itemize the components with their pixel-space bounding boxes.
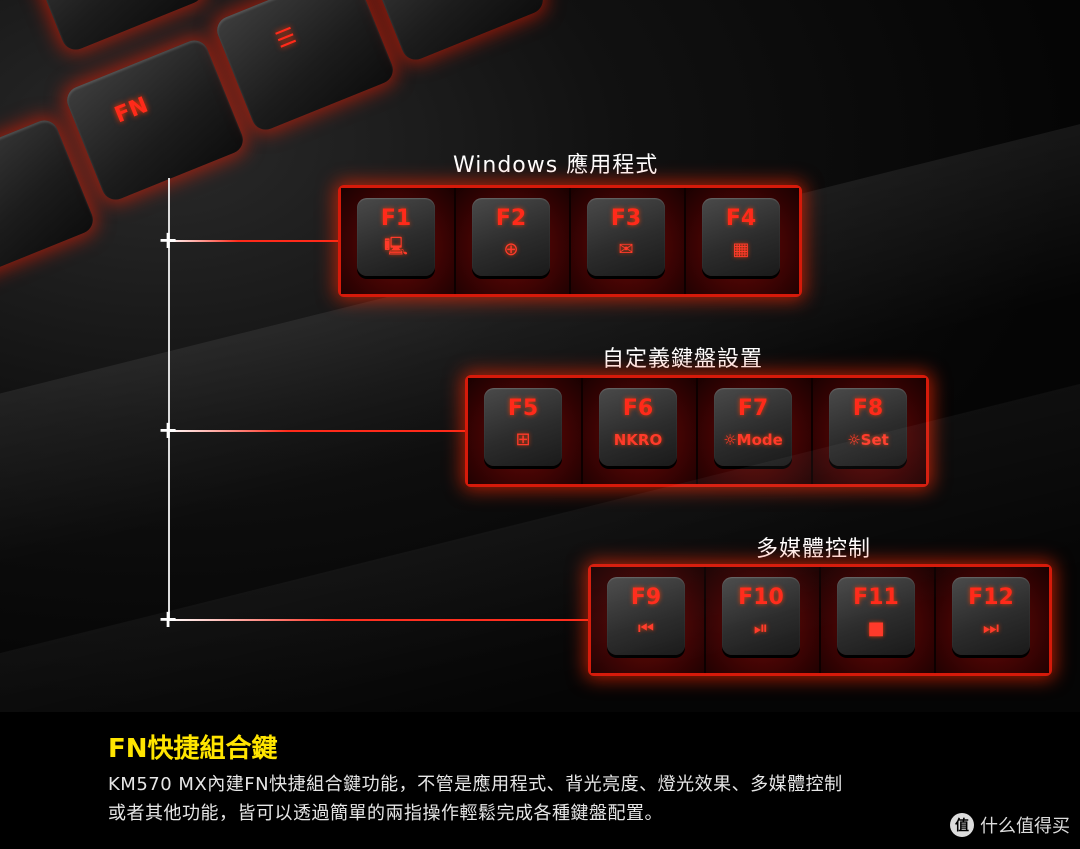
description-line-1: KM570 MX內建FN快捷組合鍵功能，不管是應用程式、背光亮度、燈光效果、多媒… (108, 774, 843, 795)
group-title-custom-settings: 自定義鍵盤設置 (602, 347, 764, 372)
plus-icon: + (158, 416, 179, 444)
key-f4: F4 ▦ (686, 188, 799, 294)
key-label: F7 (737, 396, 769, 421)
play-pause-icon: ⏯ (753, 617, 769, 639)
fn-key: FN (62, 36, 248, 204)
key-f10: F10 ⏯ (706, 567, 821, 673)
key-label: F11 (853, 585, 899, 610)
key-f9: F9 ⏮ (591, 567, 706, 673)
group-title-multimedia: 多媒體控制 (756, 537, 872, 562)
key-label: F1 (380, 206, 412, 231)
key-label: F8 (852, 396, 884, 421)
sun-icon: ☼ (847, 431, 861, 449)
key-label: F6 (622, 396, 654, 421)
key-f2: F2 ⊕ (456, 188, 571, 294)
key-label: F9 (630, 585, 662, 610)
connector-to-group-3 (168, 619, 590, 621)
watermark-text: 什么值得买 (980, 816, 1070, 837)
key-group-windows-apps: F1 🖳 F2 ⊕ F3 ✉ F4 ▦ (338, 185, 802, 297)
fn-key-label: FN (111, 92, 152, 129)
connector-vertical (168, 178, 170, 620)
menu-key-icon: ☰ (272, 23, 301, 54)
group-title-windows-apps: Windows 應用程式 (453, 153, 659, 178)
keyboard-key-partial (362, 0, 548, 64)
key-label: F3 (610, 206, 642, 231)
key-label: F12 (968, 585, 1014, 610)
key-f12: F12 ⏭ (936, 567, 1049, 673)
key-sublabel-text: Set (860, 431, 889, 449)
watermark: 值 什么值得买 (950, 812, 1070, 838)
description-line-2: 或者其他功能，皆可以透過簡單的兩指操作輕鬆完成各種鍵盤配置。 (108, 803, 663, 824)
key-f5: F5 ⊞ (468, 378, 583, 484)
key-f6: F6 NKRO (583, 378, 698, 484)
stop-icon: ■ (867, 617, 885, 639)
key-label: F5 (507, 396, 539, 421)
key-label: F10 (738, 585, 784, 610)
watermark-logo-icon: 值 (950, 813, 974, 837)
section-heading: FN快捷組合鍵 (108, 734, 278, 764)
plus-icon: + (158, 605, 179, 633)
plus-icon: + (158, 226, 179, 254)
key-sublabel: ☼Mode (723, 431, 783, 449)
key-label: F2 (495, 206, 527, 231)
key-sublabel: ☼Set (847, 431, 889, 449)
connector-to-group-2 (168, 430, 468, 432)
connector-to-group-1 (168, 240, 343, 242)
key-f3: F3 ✉ (571, 188, 686, 294)
key-f7: F7 ☼Mode (698, 378, 813, 484)
globe-icon: ⊕ (503, 238, 519, 260)
key-sublabel: NKRO (613, 431, 663, 449)
key-f8: F8 ☼Set (813, 378, 926, 484)
key-label: F4 (725, 206, 757, 231)
computer-icon: 🖳 (383, 236, 408, 257)
previous-track-icon: ⏮ (637, 617, 655, 639)
key-sublabel-text: Mode (736, 431, 783, 449)
calculator-icon: ▦ (732, 238, 750, 260)
key-group-multimedia: F9 ⏮ F10 ⏯ F11 ■ F12 ⏭ (588, 564, 1052, 676)
product-image: FN ☰ + + + Windows 應用程式 自定義鍵盤設置 多媒體控制 F1… (0, 0, 1080, 712)
next-track-icon: ⏭ (982, 617, 1000, 639)
sun-icon: ☼ (723, 431, 737, 449)
menu-key: ☰ (212, 0, 398, 134)
key-f1: F1 🖳 (341, 188, 456, 294)
mail-icon: ✉ (618, 238, 634, 260)
window-lock-icon: ⊞ (515, 428, 531, 450)
description-section (0, 712, 1080, 849)
key-f11: F11 ■ (821, 567, 936, 673)
key-group-custom-settings: F5 ⊞ F6 NKRO F7 ☼Mode F8 ☼Set (465, 375, 929, 487)
